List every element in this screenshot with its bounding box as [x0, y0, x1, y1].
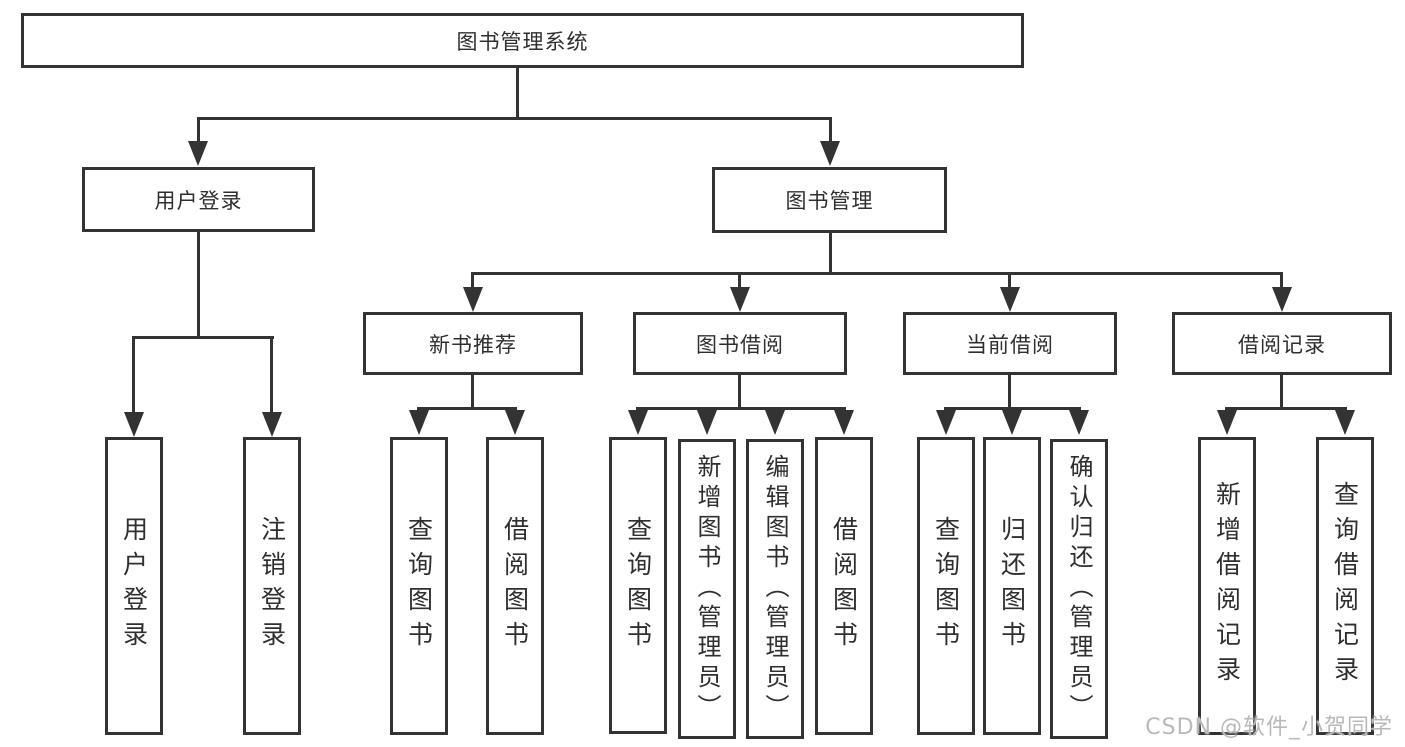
- leaf-user-login: 用户登录: [105, 437, 163, 735]
- connector-stem: [738, 373, 741, 409]
- connector-stem: [1008, 373, 1011, 409]
- arrow-down-icon: [262, 412, 282, 437]
- leaf-edit-book-admin: 编辑图书（管理员）: [746, 439, 804, 739]
- arrow-down-icon: [730, 287, 750, 312]
- connector-stem: [1008, 272, 1011, 287]
- connector-root-stem: [516, 66, 519, 119]
- arrow-down-icon: [1272, 287, 1292, 312]
- leaf-add-borrow-record: 新增借阅记录: [1198, 437, 1256, 735]
- leaf-label: 查询图书: [623, 515, 653, 656]
- arrow-down-icon: [1002, 410, 1022, 435]
- arrow-down-icon: [765, 410, 785, 435]
- leaf-return-book: 归还图书: [983, 437, 1041, 735]
- connector-stem: [1280, 373, 1283, 409]
- arrow-down-icon: [124, 412, 144, 437]
- connector-stem: [738, 272, 741, 287]
- arrow-down-icon: [697, 410, 717, 435]
- leaf-label: 注销登录: [257, 516, 287, 656]
- leaf-label: 编辑图书（管理员）: [761, 454, 789, 724]
- arrow-down-icon: [936, 410, 956, 435]
- leaf-label: 新增图书（管理员）: [693, 454, 721, 724]
- connector-level1-bar: [197, 117, 832, 120]
- node-root-system: 图书管理系统: [21, 13, 1024, 68]
- node-book-borrow: 图书借阅: [633, 312, 847, 375]
- leaf-borrow-books-2: 借阅图书: [815, 437, 873, 735]
- arrow-down-icon: [1069, 410, 1089, 435]
- connector-bookmgmt-stem: [829, 232, 832, 274]
- leaf-label: 新增借阅记录: [1212, 481, 1242, 691]
- leaf-label: 借阅图书: [500, 516, 530, 656]
- leaf-query-borrow-record: 查询借阅记录: [1316, 437, 1374, 735]
- leaf-add-book-admin: 新增图书（管理员）: [678, 439, 736, 739]
- csdn-watermark: CSDN @软件_小贺同学: [1145, 715, 1393, 740]
- arrow-down-icon: [820, 141, 840, 166]
- arrow-down-icon: [188, 141, 208, 166]
- connector-stem: [471, 272, 474, 287]
- leaf-query-books-1: 查询图书: [390, 437, 448, 735]
- connector-bar: [417, 407, 517, 410]
- leaf-query-books-3: 查询图书: [917, 437, 975, 735]
- connector-stem: [197, 117, 200, 145]
- connector-level2-bar: [471, 272, 1283, 275]
- connector-stem: [471, 373, 474, 409]
- node-current-borrow: 当前借阅: [903, 312, 1117, 375]
- arrow-down-icon: [1217, 410, 1237, 435]
- arrow-down-icon: [628, 410, 648, 435]
- connector-userlogin-bar: [132, 336, 274, 339]
- node-user-login: 用户登录: [82, 167, 315, 232]
- leaf-label: 查询图书: [931, 516, 961, 656]
- connector-userlogin-stem: [197, 232, 200, 338]
- connector-stem: [270, 336, 273, 415]
- connector-bar: [1225, 407, 1347, 410]
- arrow-down-icon: [505, 410, 525, 435]
- leaf-label: 归还图书: [997, 516, 1027, 656]
- leaf-label: 用户登录: [119, 516, 149, 656]
- connector-stem: [1280, 272, 1283, 287]
- connector-stem: [132, 336, 135, 415]
- arrow-down-icon: [409, 410, 429, 435]
- node-new-book-recommend: 新书推荐: [363, 312, 583, 375]
- leaf-confirm-return-admin: 确认归还（管理员）: [1050, 439, 1108, 739]
- connector-bar: [944, 407, 1081, 410]
- leaf-query-books-2: 查询图书: [609, 437, 667, 734]
- leaf-label: 借阅图书: [829, 516, 859, 656]
- leaf-label: 查询借阅记录: [1330, 481, 1360, 691]
- arrow-down-icon: [1000, 287, 1020, 312]
- leaf-label: 查询图书: [404, 516, 434, 656]
- connector-bar: [636, 407, 846, 410]
- arrow-down-icon: [834, 410, 854, 435]
- leaf-label: 确认归还（管理员）: [1065, 454, 1093, 724]
- arrow-down-icon: [463, 287, 483, 312]
- arrow-down-icon: [1335, 410, 1355, 435]
- node-book-management: 图书管理: [712, 167, 947, 233]
- node-borrow-record: 借阅记录: [1172, 312, 1392, 375]
- leaf-borrow-books-1: 借阅图书: [486, 437, 544, 735]
- leaf-logout: 注销登录: [243, 437, 301, 735]
- connector-stem: [829, 117, 832, 145]
